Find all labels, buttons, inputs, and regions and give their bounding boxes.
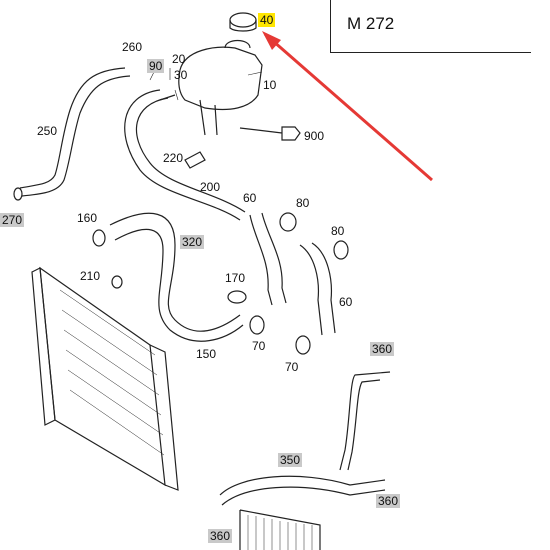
- seal-ring: [13, 187, 23, 201]
- part-label-40: 40: [258, 13, 276, 27]
- part-label-900: 900: [304, 129, 325, 143]
- part-label-320: 320: [180, 235, 205, 249]
- hose-60-lower: [299, 244, 323, 336]
- hose-250: [19, 67, 126, 189]
- part-label-20: 20: [172, 52, 186, 66]
- seal-ring: [92, 229, 106, 247]
- highlight-arrow: [262, 31, 433, 182]
- model-box: [330, 0, 531, 53]
- part-label-80b: 80: [331, 224, 345, 238]
- part-label-270: 270: [0, 213, 25, 227]
- part-label-10: 10: [263, 78, 277, 92]
- part-label-90: 90: [147, 59, 165, 73]
- pipe-360-upper: [339, 371, 391, 471]
- hose-150: [109, 212, 241, 332]
- part-label-210: 210: [80, 269, 101, 283]
- seal-ring: [249, 315, 265, 335]
- part-label-150: 150: [196, 347, 217, 361]
- seal-ring: [227, 290, 247, 304]
- sensor-900: [239, 126, 301, 141]
- pipe-350: [219, 475, 386, 496]
- model-label: M 272: [347, 14, 395, 33]
- part-label-60a: 60: [243, 191, 257, 205]
- part-label-160: 160: [77, 211, 98, 225]
- radiator: [31, 266, 179, 491]
- part-label-360a: 360: [370, 342, 395, 356]
- part-label-260: 260: [122, 40, 143, 54]
- part-label-220: 220: [163, 151, 184, 165]
- part-label-70a: 70: [252, 339, 266, 353]
- tank-cap: [229, 12, 257, 28]
- part-label-200: 200: [200, 180, 221, 194]
- part-label-350: 350: [278, 453, 303, 467]
- seal-ring: [279, 212, 297, 232]
- seal-ring: [295, 335, 311, 355]
- seal-ring: [333, 240, 349, 260]
- part-label-170: 170: [225, 271, 246, 285]
- part-label-30: 30: [174, 68, 188, 82]
- clip-220: [184, 151, 206, 169]
- part-label-360b: 360: [376, 494, 401, 508]
- seal-ring: [111, 275, 123, 289]
- part-label-360c: 360: [208, 529, 233, 543]
- hose-60-upper: [249, 214, 273, 306]
- part-label-60b: 60: [339, 295, 353, 309]
- hose-200: [124, 89, 241, 221]
- expansion-tank: [178, 46, 263, 111]
- part-label-70b: 70: [285, 360, 299, 374]
- part-label-250: 250: [37, 124, 58, 138]
- part-label-80a: 80: [296, 196, 310, 210]
